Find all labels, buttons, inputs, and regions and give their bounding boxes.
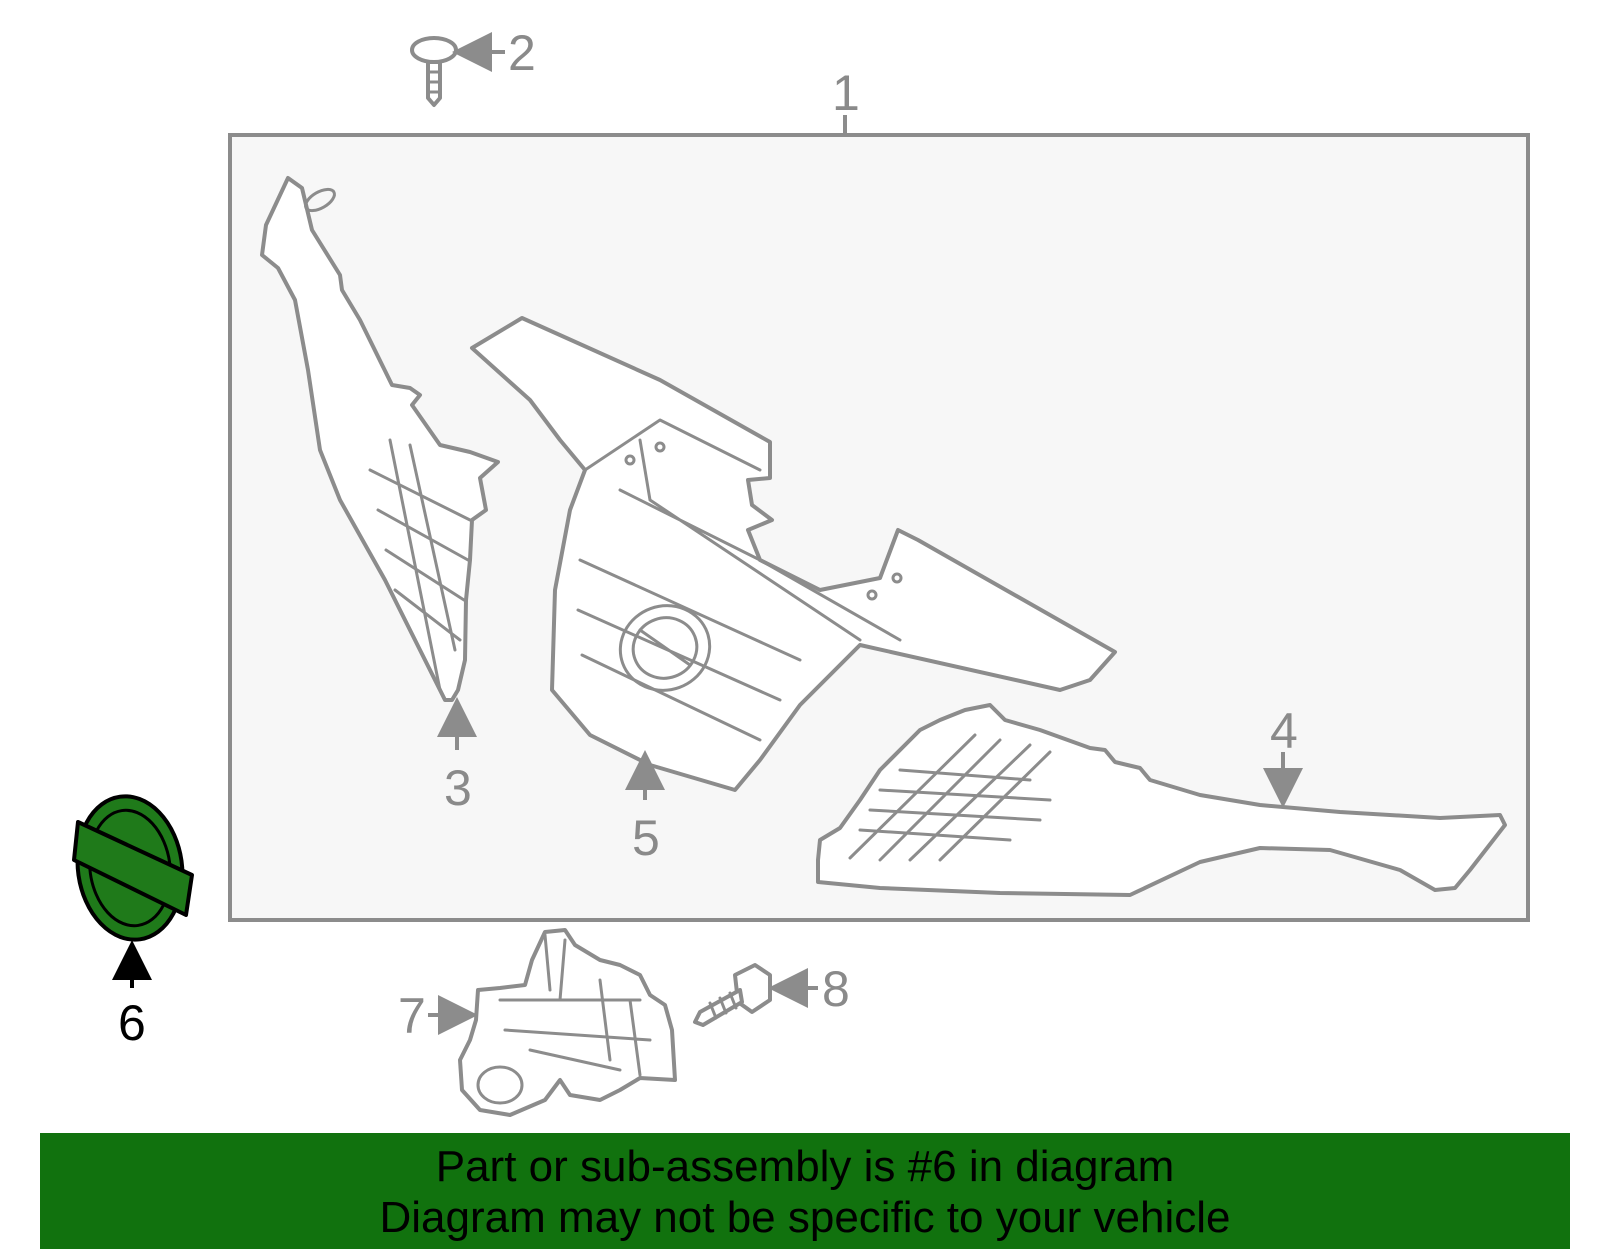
part-3-left-trim — [260, 176, 500, 702]
part-2-clip — [410, 36, 458, 107]
callout-3: 3 — [444, 760, 472, 816]
callout-6: 6 — [118, 995, 146, 1051]
part-5-main-grille — [470, 316, 1117, 792]
part-6-emblem — [72, 794, 194, 942]
banner-line-2: Diagram may not be specific to your vehi… — [379, 1193, 1231, 1242]
info-banner: Part or sub-assembly is #6 in diagram Di… — [40, 1133, 1570, 1249]
callout-5: 5 — [632, 810, 660, 866]
callout-1: 1 — [832, 65, 860, 121]
banner-line-1: Part or sub-assembly is #6 in diagram — [435, 1142, 1175, 1191]
callout-7: 7 — [398, 988, 426, 1044]
callout-8: 8 — [822, 961, 850, 1017]
part-4-lower-trim — [816, 703, 1507, 897]
part-8-screw — [693, 963, 772, 1027]
callout-2: 2 — [508, 25, 536, 81]
callout-4: 4 — [1270, 703, 1298, 759]
part-7-actuator — [458, 928, 677, 1117]
